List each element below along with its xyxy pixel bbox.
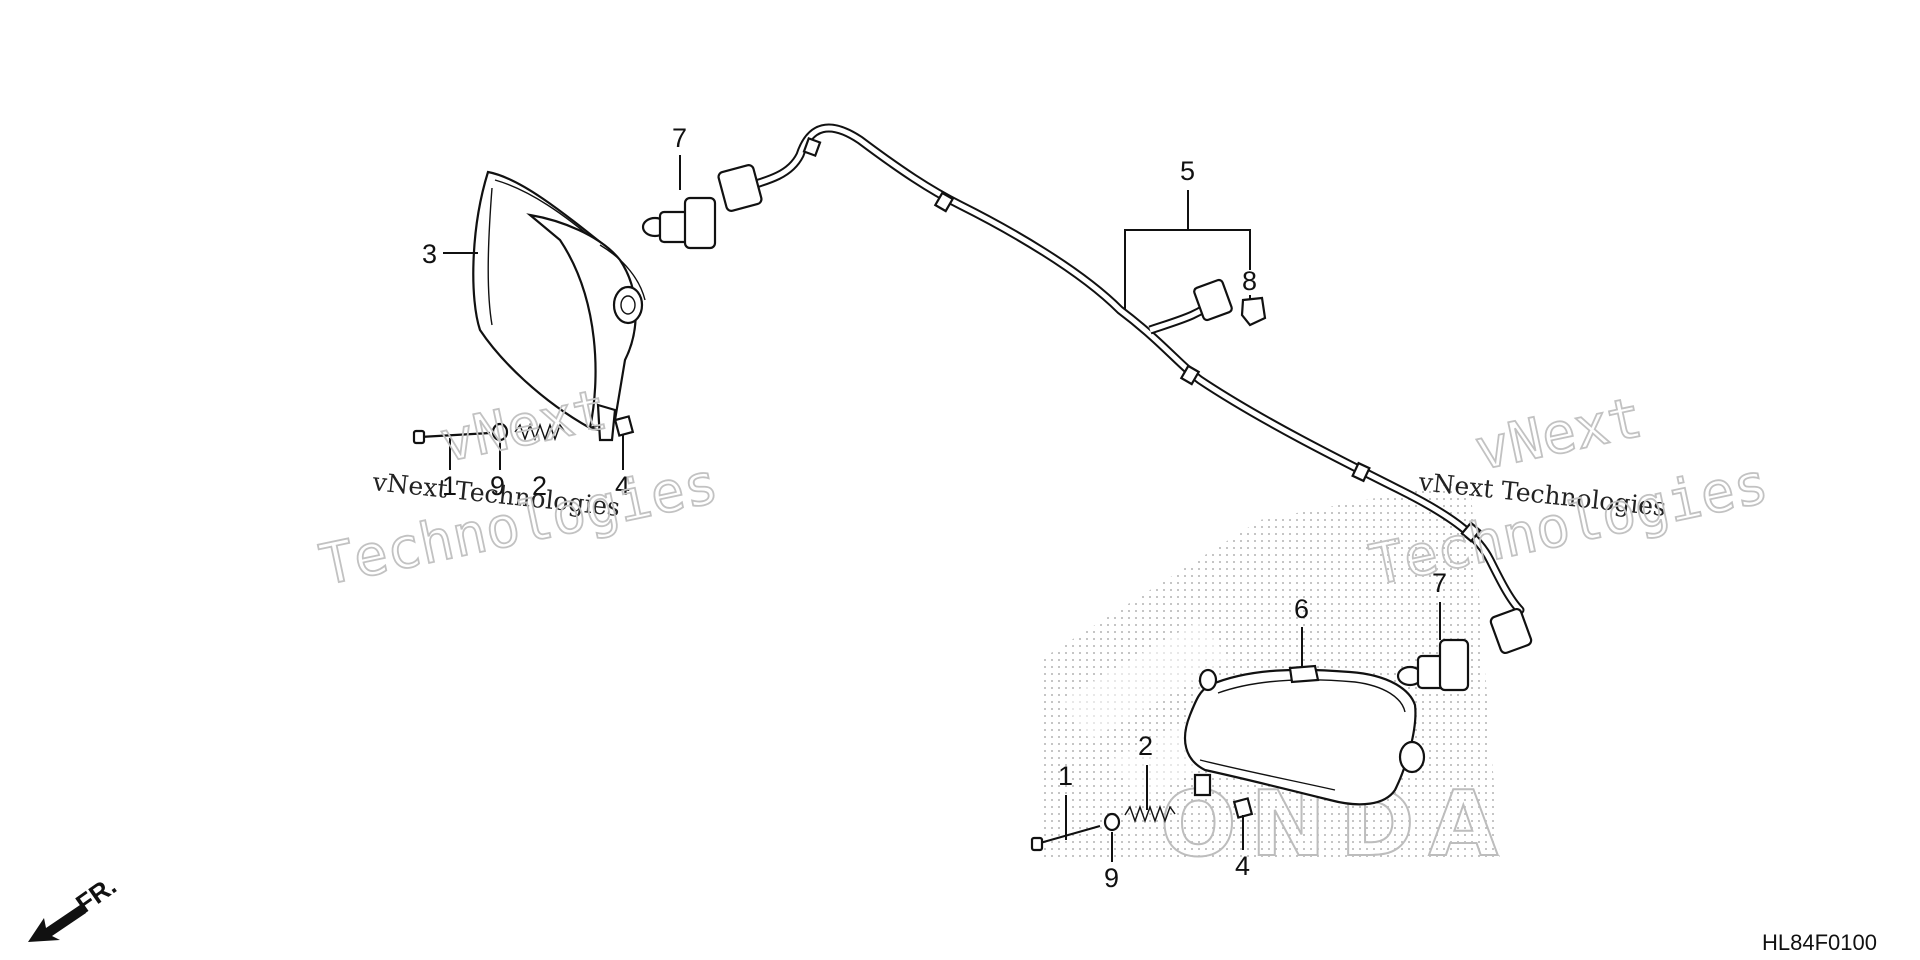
callout-2-left: 2 xyxy=(532,471,547,501)
drawing-code: HL84F0100 xyxy=(1762,930,1877,955)
callout-8: 8 xyxy=(1242,266,1257,296)
callout-7-left: 7 xyxy=(672,123,687,153)
callout-1-right: 1 xyxy=(1058,761,1073,791)
left-fasteners xyxy=(412,415,635,445)
watermark-left: vNext Technologies vNext Technologies xyxy=(313,376,724,599)
callout-4-right: 4 xyxy=(1235,851,1250,881)
left-headlight-bulb xyxy=(641,196,717,250)
leader-lines xyxy=(443,155,1441,862)
callout-numbers: 7 3 1 9 2 4 5 8 7 6 2 1 9 4 xyxy=(422,123,1447,893)
callout-6: 6 xyxy=(1294,594,1309,624)
callout-9-left: 9 xyxy=(490,471,505,501)
callout-1-left: 1 xyxy=(442,471,457,501)
watermark-right-big-line1: vNext xyxy=(1469,385,1647,484)
callout-5: 5 xyxy=(1180,156,1195,186)
right-fasteners xyxy=(1030,797,1254,852)
harness-clip-part-8 xyxy=(1240,296,1267,327)
watermark-right: vNext Technologies vNext Technologies xyxy=(1363,384,1774,599)
wire-harness xyxy=(717,123,1533,655)
right-headlight-bulb xyxy=(1396,638,1470,692)
left-headlight-unit xyxy=(472,170,646,442)
callout-2-right: 2 xyxy=(1138,731,1153,761)
callout-3: 3 xyxy=(422,239,437,269)
callout-4-left: 4 xyxy=(615,471,630,501)
callout-9-right: 9 xyxy=(1104,863,1119,893)
watermark-left-big-line1: vNext xyxy=(434,377,612,476)
callout-7-right: 7 xyxy=(1432,568,1447,598)
front-direction-arrow: FR. xyxy=(28,870,122,942)
right-headlight-unit xyxy=(1183,664,1426,806)
